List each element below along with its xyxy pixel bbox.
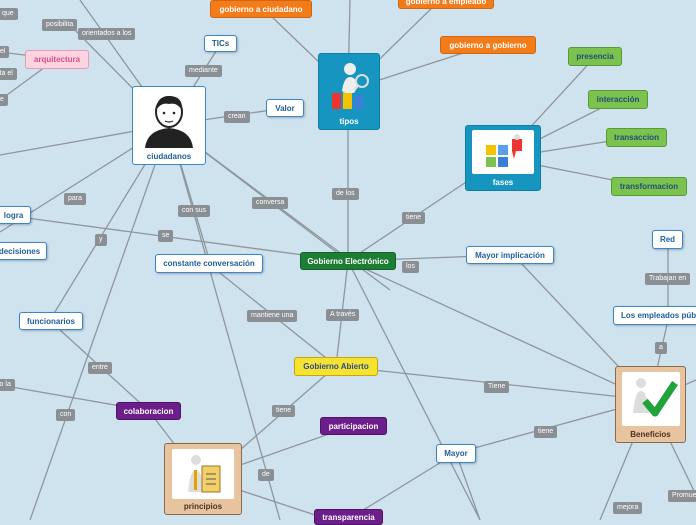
link-label-e: e: [0, 94, 8, 106]
transformacion-node[interactable]: transformacion: [611, 177, 687, 196]
link-label-lo-la: lo la: [0, 379, 15, 391]
ciudadanos-card[interactable]: ciudadanos: [132, 86, 206, 165]
red-node[interactable]: Red: [652, 230, 683, 249]
link-label-mantiene-una: mantiene una: [247, 310, 298, 322]
link-label-a-traves: A través: [326, 309, 360, 321]
person-icon: [136, 91, 202, 149]
fases-card[interactable]: fases: [465, 125, 541, 191]
link-label-con: con: [56, 409, 76, 421]
link-label-que: que: [0, 8, 18, 20]
link-label-ita-el: ita el: [0, 68, 17, 80]
gobierno-a-empleado-node[interactable]: gobierno a empleado: [398, 0, 494, 9]
constante-conversacion-node[interactable]: constante conversación: [155, 254, 263, 273]
link-label-posibilita: posibilita: [42, 19, 78, 31]
decisiones-node[interactable]: decisiones: [0, 242, 47, 260]
clipboard-icon: [172, 449, 234, 499]
link-label-tiene-1: tiene: [402, 212, 426, 224]
link-label-trabajan-en: Trabajan en: [645, 273, 691, 285]
link-label-para: para: [64, 193, 87, 205]
logra-node[interactable]: logra: [0, 206, 31, 224]
link-label-y: y: [95, 234, 107, 246]
beneficios-label: Beneficios: [630, 430, 671, 439]
link-label-con-sus: con sus: [178, 205, 211, 217]
link-label-de: de: [258, 469, 274, 481]
link-label-a: a: [655, 342, 667, 354]
mayor-node[interactable]: Mayor: [436, 444, 476, 463]
fases-label: fases: [492, 178, 514, 187]
link-label-orientados: orientados a los: [78, 28, 136, 40]
link-label-crean: crean: [224, 111, 250, 123]
transaccion-node[interactable]: transaccion: [606, 128, 667, 147]
link-label-mediante: mediante: [185, 65, 222, 77]
empleados-publicos-node[interactable]: Los empleados púb: [613, 306, 696, 325]
checkmark-icon: [621, 372, 680, 426]
link-label-el: el: [0, 46, 10, 58]
principios-label: principios: [183, 502, 223, 511]
interaccion-node[interactable]: interacción: [588, 90, 648, 109]
presencia-node[interactable]: presencia: [568, 47, 622, 66]
link-label-mejora: mejora: [613, 502, 643, 514]
link-label-conversa: conversa: [252, 197, 289, 209]
puzzle-icon: [472, 130, 534, 174]
analysis-chart-icon: [324, 57, 374, 113]
link-label-tiene-2: tiene: [272, 405, 296, 417]
link-label-los: los: [402, 261, 419, 273]
gobierno-abierto-node[interactable]: Gobierno Abierto: [294, 357, 378, 376]
arquitectura-node[interactable]: arquitectura: [25, 50, 89, 69]
beneficios-card[interactable]: Beneficios: [615, 366, 686, 443]
gobierno-a-ciudadano-node[interactable]: gobierno a ciudadano: [210, 0, 312, 18]
transparencia-node[interactable]: transparencia: [314, 509, 383, 525]
mayor-implicacion-node[interactable]: Mayor implicación: [466, 246, 554, 264]
gobierno-a-gobierno-node[interactable]: gobierno a gobierno: [440, 36, 536, 54]
participacion-node[interactable]: participacion: [320, 417, 387, 435]
tics-node[interactable]: TICs: [204, 35, 237, 52]
link-label-promue: Promue: [668, 490, 696, 502]
link-label-entre: entre: [88, 362, 112, 374]
link-label-se: se: [158, 230, 174, 242]
link-label-tiene-3: tiene: [534, 426, 558, 438]
tipos-label: tipos: [339, 117, 359, 126]
principios-card[interactable]: principios: [164, 443, 242, 515]
ciudadanos-label: ciudadanos: [146, 152, 192, 161]
link-label-tiene-big: Tiene: [484, 381, 510, 393]
link-label-de-los: de los: [332, 188, 359, 200]
gobierno-electronico-node[interactable]: Gobierno Electrónico: [300, 252, 396, 270]
colaboracion-node[interactable]: colaboracion: [116, 402, 181, 420]
funcionarios-node[interactable]: funcionarios: [19, 312, 83, 330]
valor-node[interactable]: Valor: [266, 99, 304, 117]
tipos-card[interactable]: tipos: [318, 53, 380, 130]
